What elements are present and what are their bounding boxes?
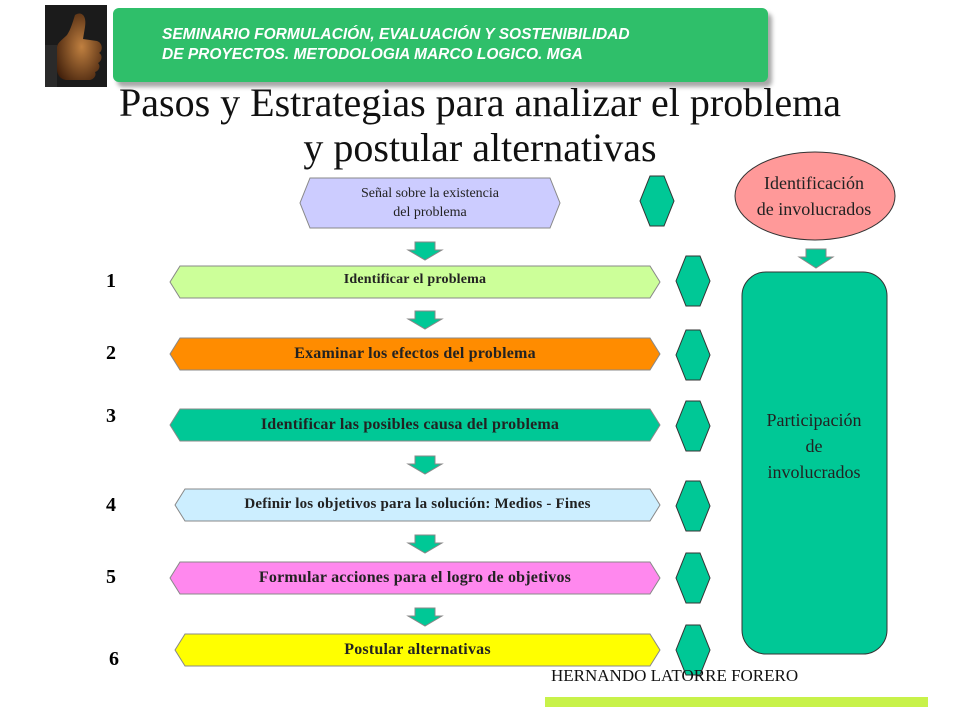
author-name: HERNANDO LATORRE FORERO xyxy=(551,666,799,685)
step-number-4: 4 xyxy=(106,494,116,516)
step-5-label: Formular acciones para el logro de objet… xyxy=(258,569,572,586)
participation-line-1: Participación xyxy=(766,410,862,430)
page-title: Pasos y Estrategias para analizar el pro… xyxy=(40,80,920,170)
step-6-label: Postular alternativas xyxy=(344,641,491,658)
identification-ellipse xyxy=(734,151,896,241)
step-1-label: Identificar el problema xyxy=(343,272,487,287)
thumbs-up-icon xyxy=(45,5,107,87)
double-arrow-signal xyxy=(639,175,675,227)
step-number-3: 3 xyxy=(106,405,116,427)
seminar-banner-text: SEMINARIO FORMULACIÓN, EVALUACIÓN Y SOST… xyxy=(162,25,762,65)
signal-label: Señal sobre la existencia del problema xyxy=(310,184,550,222)
step-3-shape xyxy=(169,408,661,442)
identification-label: Identificación de involucrados xyxy=(730,170,898,222)
step-2-label: Examinar los efectos del problema xyxy=(294,345,536,362)
participation-label: Participación de involucrados xyxy=(744,407,884,485)
identification-line-2: de involucrados xyxy=(756,199,872,219)
down-arrow-3 xyxy=(406,455,444,475)
seminar-banner xyxy=(113,8,768,82)
participation-box xyxy=(741,271,888,655)
signal-line-2: del problema xyxy=(393,205,467,220)
down-arrow-4 xyxy=(406,534,444,554)
step-number-2: 2 xyxy=(106,342,116,364)
identification-line-1: Identificación xyxy=(764,173,864,193)
step-5-shape xyxy=(169,561,661,595)
double-arrow-step-3 xyxy=(675,400,711,452)
double-arrow-step-4 xyxy=(675,480,711,532)
step-3-label: Identificar las posibles causa del probl… xyxy=(260,416,560,433)
signal-shape xyxy=(299,177,561,229)
double-arrow-step-6 xyxy=(675,624,711,676)
down-arrow-5 xyxy=(406,607,444,627)
step-number-6: 6 xyxy=(109,648,119,670)
step-6-shape xyxy=(174,633,661,667)
double-arrow-step-1 xyxy=(675,255,711,307)
double-arrow-step-5 xyxy=(675,552,711,604)
footer-bar xyxy=(545,697,928,707)
step-4-shape xyxy=(174,488,661,522)
step-number-1: 1 xyxy=(106,270,116,292)
down-arrow-2 xyxy=(406,310,444,330)
down-arrow-1 xyxy=(406,241,444,261)
participation-line-3: involucrados xyxy=(767,462,861,482)
title-line-2: y postular alternativas xyxy=(303,125,657,170)
step-1-shape xyxy=(169,265,661,299)
participation-line-2: de xyxy=(805,436,823,456)
banner-line-1: SEMINARIO FORMULACIÓN, EVALUACIÓN Y SOST… xyxy=(162,26,630,43)
step-number-5: 5 xyxy=(106,566,116,588)
step-2-shape xyxy=(169,337,661,371)
double-arrow-step-2 xyxy=(675,329,711,381)
signal-line-1: Señal sobre la existencia xyxy=(360,186,499,201)
step-4-label: Definir los objetivos para la solución: … xyxy=(244,496,591,512)
banner-line-2: DE PROYECTOS. METODOLOGIA MARCO LOGICO. … xyxy=(162,46,583,63)
down-arrow-identification xyxy=(797,248,835,269)
title-line-1: Pasos y Estrategias para analizar el pro… xyxy=(119,80,841,125)
